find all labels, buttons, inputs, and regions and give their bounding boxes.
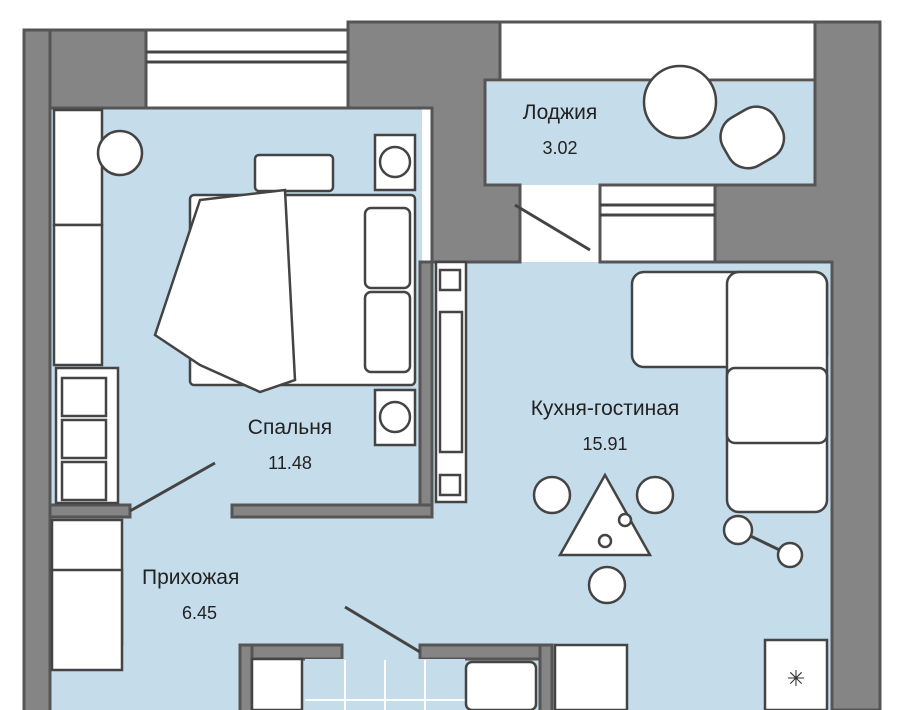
round-table bbox=[642, 64, 718, 140]
door-swings bbox=[129, 203, 591, 654]
shoe-rack bbox=[50, 518, 124, 672]
room-area: 6.45 bbox=[182, 603, 218, 623]
room-area: 11.48 bbox=[268, 453, 312, 473]
room-name: Прихожая bbox=[142, 566, 240, 589]
plant-icon bbox=[96, 129, 144, 177]
room-label-bedroom: Спальня 11.48 bbox=[215, 415, 365, 476]
fridge bbox=[763, 638, 829, 710]
sofa bbox=[630, 270, 829, 514]
floor-lamp bbox=[722, 514, 804, 569]
tv-unit bbox=[434, 260, 468, 504]
room-label-hallway: Прихожая 6.45 bbox=[130, 565, 292, 626]
snowflake-icon: ✳ bbox=[787, 666, 805, 691]
fan-icon bbox=[378, 400, 412, 434]
wardrobe bbox=[52, 108, 120, 505]
armchair bbox=[719, 105, 786, 170]
bed bbox=[153, 188, 417, 394]
room-name: Спальня bbox=[247, 416, 333, 439]
fan-icon bbox=[378, 145, 412, 179]
room-label-living: Кухня-гостиная 15.91 bbox=[495, 396, 715, 457]
room-label-loggia: Лоджия 3.02 bbox=[495, 100, 625, 161]
room-name: Лоджия bbox=[522, 101, 598, 124]
rug bbox=[253, 153, 335, 193]
room-area: 15.91 bbox=[582, 434, 628, 454]
room-area: 3.02 bbox=[542, 138, 578, 158]
dining-table bbox=[532, 472, 675, 605]
room-name: Кухня-гостиная bbox=[530, 397, 680, 420]
bathroom bbox=[250, 643, 629, 710]
walls bbox=[22, 20, 882, 710]
